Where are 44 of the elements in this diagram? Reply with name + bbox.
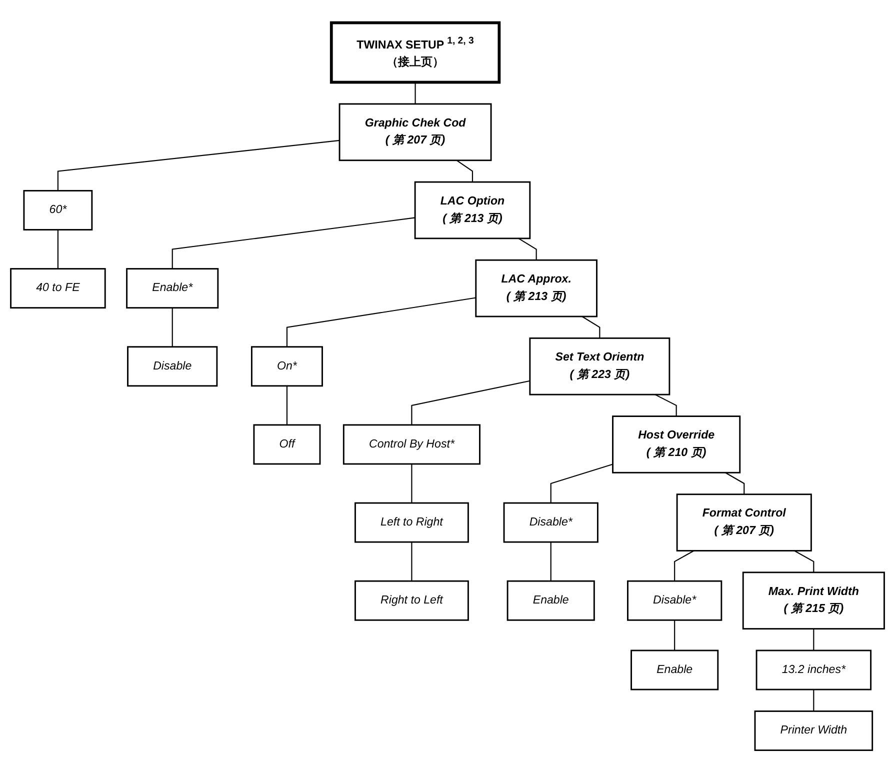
connector: [414, 82, 416, 104]
connector: [411, 542, 412, 582]
connector: [550, 464, 613, 503]
node-box: Printer Width: [754, 710, 874, 751]
node-box: Disable: [127, 346, 218, 387]
connector: [172, 308, 173, 347]
node-box: Host Override ( 第 210 页): [612, 416, 741, 474]
node-box: 60*: [23, 190, 93, 230]
node-box: Right to Left: [354, 580, 469, 621]
connector: [518, 238, 537, 260]
connector: [57, 140, 340, 191]
node-box: Off: [253, 424, 321, 465]
node-box: Graphic Chek Cod ( 第 207 页): [338, 103, 492, 162]
node-box: LAC Option ( 第 213 页): [414, 181, 531, 240]
node-box: Enable: [630, 650, 719, 690]
connector: [674, 620, 676, 650]
connector: [411, 464, 412, 503]
node-box: 13.2 inches*: [756, 650, 872, 690]
node-box: Left to Right: [354, 502, 469, 543]
node-box: 40 to FE: [10, 268, 106, 309]
node-box: LAC Approx. ( 第 213 页): [475, 259, 598, 318]
connector: [456, 160, 474, 182]
connector: [725, 472, 745, 494]
node-box: Control By Host*: [342, 424, 480, 465]
connector: [550, 542, 552, 582]
node-box: Set Text Orientn ( 第 223 页): [529, 337, 670, 396]
connector: [286, 297, 476, 347]
node-box: TWINAX SETUP $^{1, 2, 3}$ （接上页）: [330, 21, 501, 84]
connector: [582, 316, 600, 338]
node-box: Disable*: [503, 502, 598, 543]
node-box: Disable*: [627, 580, 722, 621]
connector: [172, 217, 416, 269]
node-box: Format Control ( 第 207 页): [676, 494, 812, 552]
node-box: On*: [250, 346, 323, 387]
connector: [57, 230, 58, 269]
connector: [654, 394, 677, 416]
connector: [813, 628, 814, 650]
node-box: Max. Print Width ( 第 215 页): [742, 572, 885, 630]
connector: [286, 386, 288, 425]
connector: [411, 380, 530, 425]
connector: [813, 690, 814, 712]
node-box: Enable*: [126, 268, 219, 309]
connector: [794, 550, 814, 572]
node-box: Enable: [506, 580, 595, 621]
